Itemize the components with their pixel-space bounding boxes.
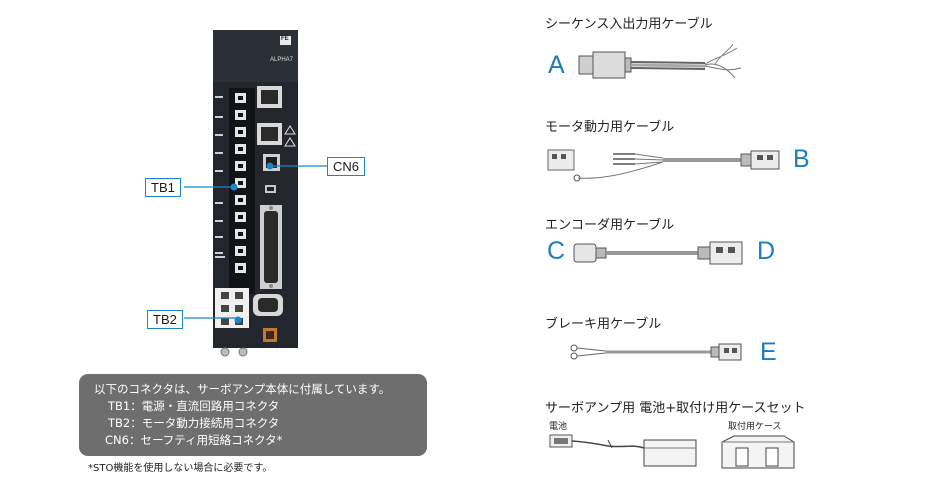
tb1-callout: TB1 xyxy=(145,178,181,197)
brand-logo-icon xyxy=(280,36,291,45)
cable-title-brake: ブレーキ用ケーブル xyxy=(545,317,662,332)
cable-letter-d: D xyxy=(757,237,776,265)
sto-footnote: *STO機能を使用しない場合に必要です。 xyxy=(88,463,273,474)
brake-cable-drawing xyxy=(570,343,742,361)
cn6-callout: CN6 xyxy=(327,157,366,176)
cable-title-encoder: エンコーダ用ケーブル xyxy=(545,218,675,233)
encoder-cable-drawing xyxy=(573,241,743,265)
case-label: 取付用ケース xyxy=(728,422,782,432)
info-item-tb1: TB1：電源・直流回路用コネクタ xyxy=(108,399,280,413)
brand-logo-text: FE xyxy=(281,36,289,42)
accessory-set-title: サーボアンプ用 電池+取付け用ケースセット xyxy=(545,401,806,416)
cable-letter-e: E xyxy=(760,338,777,366)
servo-amplifier xyxy=(213,30,298,358)
sequence-io-cable-drawing xyxy=(578,43,742,79)
tb2-callout: TB2 xyxy=(147,310,183,329)
battery-drawing xyxy=(549,434,697,467)
info-item-tb2: TB2：モータ動力接続用コネクタ xyxy=(108,416,280,430)
cable-letter-b: B xyxy=(793,145,810,173)
included-connectors-info: 以下のコネクタは、サーボアンプ本体に付属しています。 TB1：電源・直流回路用コ… xyxy=(79,374,427,456)
servo-amplifier-drawing xyxy=(213,30,298,358)
cable-letter-c: C xyxy=(547,237,566,265)
cable-title-motor-power: モータ動力用ケーブル xyxy=(545,120,675,135)
battery-label: 電池 xyxy=(549,422,568,432)
model-label: ALPHA7 xyxy=(270,57,294,63)
motor-power-cable-drawing xyxy=(547,149,780,182)
cable-title-sequence-io: シーケンス入出力用ケーブル xyxy=(545,17,713,32)
mounting-case-drawing xyxy=(721,435,795,469)
info-heading: 以下のコネクタは、サーボアンプ本体に付属しています。 xyxy=(94,382,391,396)
cable-letter-a: A xyxy=(548,51,565,79)
info-item-cn6: CN6：セーフティ用短絡コネクタ* xyxy=(105,433,283,447)
